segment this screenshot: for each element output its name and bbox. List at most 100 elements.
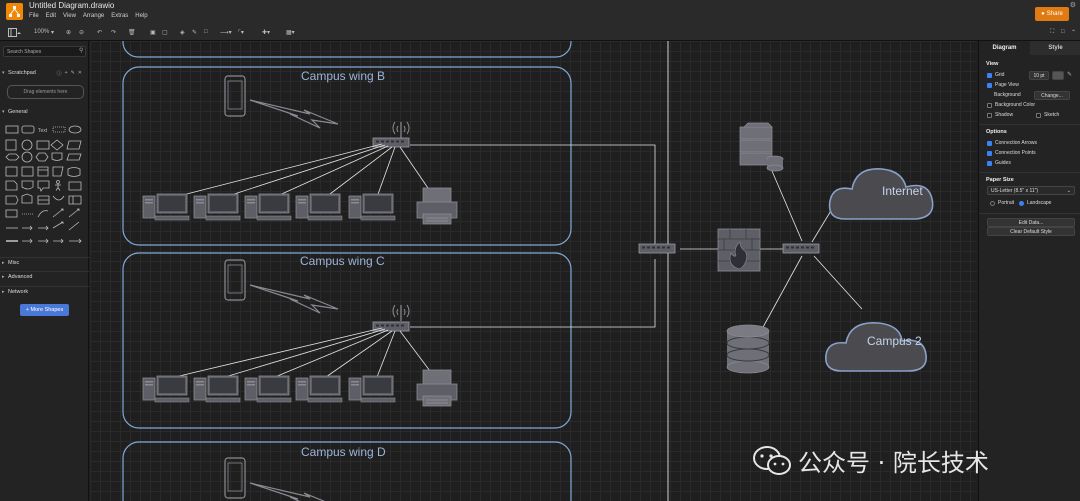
table-icon[interactable]: ▦▾ — [286, 29, 295, 36]
campus-wing-b-container — [122, 66, 572, 246]
background-color-checkbox[interactable] — [987, 102, 992, 108]
wing-c-label: Campus wing C — [300, 254, 385, 268]
menu-view[interactable]: View — [63, 13, 76, 19]
advanced-header[interactable]: ▸ Advanced — [0, 271, 89, 280]
divider — [979, 172, 1080, 173]
expand-icon[interactable]: ⌃ — [1071, 29, 1077, 36]
zoom-select[interactable]: 100% ▾ — [34, 29, 55, 36]
general-label: General — [8, 109, 28, 115]
search-input[interactable]: Search Shapes — [3, 46, 86, 57]
wing-d-label: Campus wing D — [301, 445, 386, 459]
page-view-label: Page View — [995, 82, 1019, 88]
general-header[interactable]: ▾ General — [0, 109, 89, 115]
menu-help[interactable]: Help — [135, 13, 148, 19]
scratchpad-actions: ⓘ + ✎ ✕ — [57, 70, 82, 77]
grid-size-input[interactable]: 10 pt — [1029, 71, 1049, 80]
general-shapes-palette[interactable]: Text — [5, 124, 85, 249]
eyedropper-icon[interactable]: ✎ — [1067, 72, 1073, 78]
close-icon[interactable]: ✕ — [77, 70, 82, 76]
tab-style[interactable]: Style — [1030, 41, 1080, 55]
connection-arrows-checkbox[interactable] — [987, 140, 992, 146]
sketch-checkbox[interactable] — [1036, 112, 1041, 118]
clear-default-style-button[interactable]: Clear Default Style — [987, 227, 1075, 236]
change-background-button[interactable]: Change... — [1034, 91, 1070, 100]
misc-label: Misc — [8, 260, 20, 266]
edit-icon[interactable]: ✎ — [70, 70, 75, 76]
menu-edit[interactable]: Edit — [45, 13, 57, 19]
more-shapes-button[interactable]: + More Shapes — [20, 304, 69, 316]
zoom-out-icon[interactable]: ⊖ — [79, 29, 85, 36]
menu-file[interactable]: File — [29, 13, 39, 19]
landscape-radio[interactable] — [1019, 200, 1024, 206]
connection-points-label: Connection Points — [995, 150, 1036, 156]
delete-icon[interactable]: 🗑 — [128, 29, 136, 36]
grid-label: Grid — [995, 72, 1005, 78]
menu-arrange[interactable]: Arrange — [82, 13, 105, 19]
diagram-canvas[interactable]: Campus wing B Campus wing C Campus wing … — [90, 41, 977, 501]
background-label: Background — [994, 92, 1021, 98]
help-icon[interactable]: ⓘ — [56, 71, 62, 77]
grid-color-swatch[interactable] — [1052, 71, 1064, 80]
misc-header[interactable]: ▸ Misc — [0, 257, 89, 266]
network-label: Network — [8, 289, 29, 295]
grid-checkbox[interactable] — [987, 72, 992, 78]
menu-extras[interactable]: Extras — [111, 13, 129, 19]
internet-label: Internet — [882, 184, 923, 198]
zoom-value: 100% — [34, 29, 50, 35]
share-button[interactable]: ● Share — [1035, 7, 1069, 21]
share-label: Share — [1046, 11, 1063, 17]
paper-size-section-title: Paper Size — [986, 177, 1014, 183]
landscape-label: Landscape — [1027, 200, 1052, 206]
guides-row: Guides — [987, 160, 1011, 166]
toolbar: 100% ▾ ⊕ ⊖ ↶ ↷ 🗑 ▣ ▢ ◈ ✎ □ ⟶▾ ⌜▾ ✚▾ ▦▾ ⛶… — [0, 24, 1080, 41]
sketch-label: Sketch — [1044, 112, 1060, 118]
fullscreen-icon[interactable]: ⛶ — [1050, 28, 1055, 35]
tab-diagram[interactable]: Diagram — [979, 41, 1030, 55]
line-color-icon[interactable]: ✎ — [192, 29, 198, 36]
campus-wing-a-container — [122, 41, 572, 58]
to-front-icon[interactable]: ▣ — [150, 29, 156, 36]
server-rack — [739, 122, 784, 172]
connection-arrows-row: Connection Arrows — [987, 140, 1037, 146]
waypoints-icon[interactable]: ⌜▾ — [238, 29, 244, 36]
guides-checkbox[interactable] — [987, 160, 992, 166]
shape-sidebar: Search Shapes ⚲ ▾ Scratchpad ⓘ + ✎ ✕ Dra… — [0, 41, 89, 501]
zoom-in-icon[interactable]: ⊕ — [66, 29, 72, 36]
diagram-svg — [122, 41, 934, 501]
shadow-checkbox[interactable] — [987, 112, 992, 118]
chevron-down-icon: ▾ — [2, 70, 5, 76]
grid-row: Grid — [987, 72, 1004, 78]
fill-color-icon[interactable]: ◈ — [180, 29, 185, 36]
connection-points-checkbox[interactable] — [987, 150, 992, 156]
to-back-icon[interactable]: ▢ — [162, 29, 168, 36]
gear-icon[interactable]: ⚙ — [1069, 2, 1076, 9]
format-panel-toggle-icon[interactable] — [8, 26, 22, 38]
background-row: Background — [994, 92, 1021, 98]
add-icon[interactable]: + — [64, 70, 68, 76]
connection-style-icon[interactable]: ⟶▾ — [220, 29, 232, 36]
chevron-down-icon: ⌄ — [1066, 188, 1071, 194]
campus-2-cloud — [825, 322, 927, 372]
shadow-label: Shadow — [995, 112, 1014, 118]
paper-size-select[interactable]: US-Letter (8.5" x 11") ⌄ — [987, 186, 1075, 195]
portrait-radio[interactable] — [990, 200, 995, 206]
chevron-right-icon: ▸ — [2, 274, 5, 280]
network-header[interactable]: ▸ Network — [0, 286, 89, 295]
scratchpad-dropzone[interactable]: Drag elements here — [7, 85, 84, 99]
page-view-checkbox[interactable] — [987, 82, 992, 88]
menu-bar: File Edit View Arrange Extras Help — [29, 13, 148, 19]
shadow-icon[interactable]: □ — [204, 29, 208, 35]
format-tabs: Diagram Style — [979, 41, 1080, 55]
drawio-logo — [6, 3, 23, 20]
collapse-panel-icon[interactable]: □ — [1061, 29, 1065, 35]
view-section-title: View — [986, 61, 999, 67]
scratchpad-header[interactable]: ▾ Scratchpad — [0, 70, 89, 76]
chevron-right-icon: ▸ — [2, 260, 5, 266]
insert-icon[interactable]: ✚▾ — [262, 29, 271, 36]
edit-data-button[interactable]: Edit Data... — [987, 218, 1075, 227]
document-title[interactable]: Untitled Diagram.drawio — [29, 1, 115, 10]
redo-icon[interactable]: ↷ — [111, 29, 117, 36]
undo-icon[interactable]: ↶ — [97, 29, 103, 36]
search-icon[interactable]: ⚲ — [79, 48, 84, 54]
format-panel: Diagram Style View Grid 10 pt ✎ Page Vie… — [978, 41, 1080, 501]
